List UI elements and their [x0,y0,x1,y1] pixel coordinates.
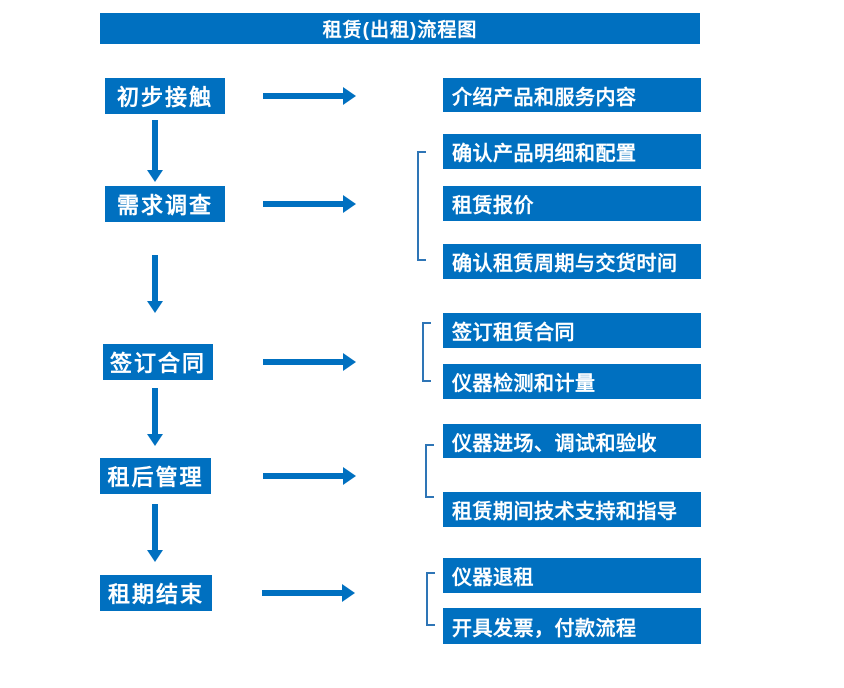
step-label: 签订合同 [109,351,206,376]
arrow-down-icon [147,120,163,182]
arrow-right-icon [262,584,355,602]
flowchart-title-bar: 租赁(出租)流程图 [100,13,700,44]
group-bracket-icon [425,444,434,498]
group-bracket-icon [422,322,431,382]
arrow-down-icon [147,388,163,446]
output-label: 租赁期间技术支持和指导 [452,501,678,523]
step-label: 初步接触 [116,85,213,110]
output-box-rental-quote: 租赁报价 [443,186,701,221]
output-box-confirm-product-details-config: 确认产品明细和配置 [443,134,701,169]
flowchart-title: 租赁(出租)流程图 [322,20,478,41]
output-box-instrument-return: 仪器退租 [443,558,701,593]
output-box-confirm-rental-period-delivery: 确认租赁周期与交货时间 [443,244,701,279]
arrow-down-icon [147,504,163,562]
output-box-instrument-entry-debug-acceptance: 仪器进场、调试和验收 [443,424,701,458]
output-label: 介绍产品和服务内容 [452,86,637,109]
group-bracket-icon [417,151,426,261]
step-box-demand-survey: 需求调查 [105,186,225,222]
step-label: 租后管理 [107,465,204,490]
step-box-sign-contract: 签订合同 [103,344,213,380]
output-label: 仪器检测和计量 [452,373,596,395]
step-box-post-rental-management: 租后管理 [100,458,211,494]
output-label: 确认租赁周期与交货时间 [452,253,678,275]
output-label: 开具发票，付款流程 [452,617,637,640]
output-label: 确认产品明细和配置 [452,143,637,165]
arrow-down-icon [147,255,163,313]
arrow-right-icon [263,353,356,371]
output-label: 租赁报价 [452,195,534,217]
arrow-right-icon [263,87,356,105]
output-label: 仪器进场、调试和验收 [452,432,657,455]
output-box-introduce-products-services: 介绍产品和服务内容 [443,78,701,112]
step-box-initial-contact: 初步接触 [105,78,225,114]
step-label: 租期结束 [107,582,204,607]
output-box-invoice-payment-process: 开具发票，付款流程 [443,608,701,644]
output-box-instrument-testing-metrology: 仪器检测和计量 [443,364,701,399]
step-box-rental-end: 租期结束 [100,575,212,611]
group-bracket-icon [426,572,435,626]
output-label: 仪器退租 [452,567,534,589]
output-label: 签订租赁合同 [452,322,575,344]
arrow-right-icon [263,195,356,213]
output-box-rental-technical-support: 租赁期间技术支持和指导 [443,492,701,527]
arrow-right-icon [263,467,356,485]
step-label: 需求调查 [116,193,213,218]
output-box-sign-rental-contract: 签订租赁合同 [443,313,701,348]
